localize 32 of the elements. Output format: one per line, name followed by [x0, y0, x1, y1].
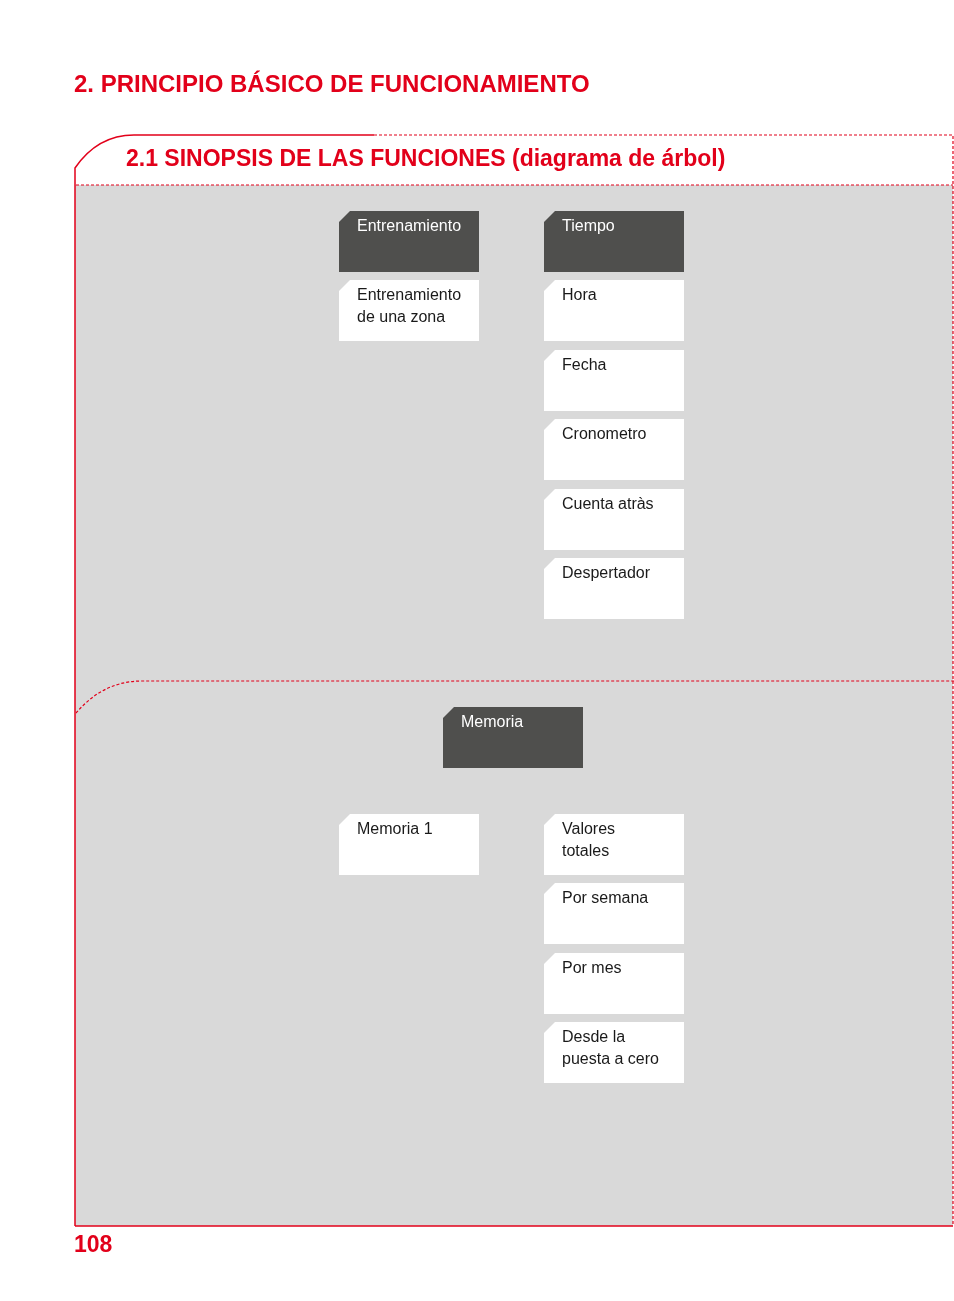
section-heading: 2.1 SINOPSIS DE LAS FUNCIONES (diagrama de árbol)	[126, 145, 726, 171]
function-box	[544, 558, 684, 619]
category-label: Tiempo	[562, 216, 615, 236]
function-label: Por mes	[562, 958, 622, 978]
function-label: Valores totales	[562, 819, 617, 861]
function-label: Entrenamiento de una zona	[357, 285, 463, 327]
category-label: Memoria	[461, 712, 524, 732]
function-label: Desde la puesta a cero	[562, 1027, 660, 1069]
function-box	[544, 350, 684, 411]
function-label: Por semana	[562, 888, 649, 908]
function-box	[544, 1022, 684, 1083]
category-box	[544, 211, 684, 272]
function-label: Despertador	[562, 563, 651, 583]
category-box	[339, 211, 479, 272]
function-label: Hora	[562, 285, 597, 305]
function-label: Cronometro	[562, 424, 647, 444]
category-box	[443, 707, 583, 768]
function-box	[544, 280, 684, 341]
function-box	[339, 280, 479, 341]
function-box	[544, 883, 684, 944]
page-title: 2. PRINCIPIO BÁSICO DE FUNCIONAMIENTO	[74, 70, 590, 98]
function-box	[544, 814, 684, 875]
category-label: Entrenamiento	[357, 216, 462, 236]
function-box	[339, 814, 479, 875]
function-box	[544, 419, 684, 480]
page-number: 108	[74, 1231, 113, 1257]
function-box	[544, 953, 684, 1014]
function-box	[544, 489, 684, 550]
section-panel	[74, 134, 954, 1227]
function-label: Cuenta atràs	[562, 494, 654, 514]
function-label: Memoria 1	[357, 819, 433, 839]
function-label: Fecha	[562, 355, 607, 375]
